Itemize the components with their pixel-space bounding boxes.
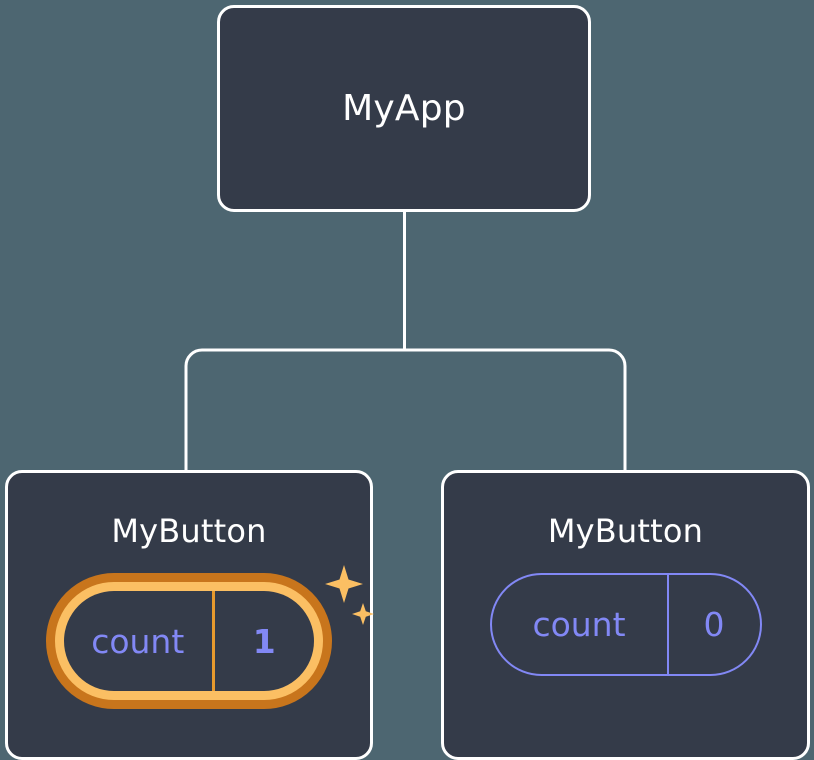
sparkle-small-icon — [352, 603, 374, 625]
state-value: 0 — [703, 605, 725, 644]
state-pill-wrapper: count 0 — [489, 573, 762, 676]
state-pill-wrapper: count 1 — [46, 565, 374, 709]
state-key: count — [492, 575, 669, 674]
node-title: MyButton — [547, 512, 704, 550]
state-pill-inner: count 1 — [64, 591, 314, 691]
component-tree-diagram: MyApp MyButton count 1 MyButton count 0 — [5, 5, 810, 760]
node-title: MyButton — [111, 512, 267, 550]
tree-node-root[interactable]: MyApp — [217, 5, 591, 212]
sparkle-large-icon — [325, 565, 363, 603]
connector-branch-right — [404, 348, 627, 470]
node-title: MyApp — [342, 87, 466, 129]
state-pill[interactable]: count 0 — [489, 573, 762, 676]
state-value: 1 — [252, 621, 276, 661]
state-key: count — [64, 591, 215, 691]
state-pill-highlighted[interactable]: count 1 — [46, 573, 332, 709]
tree-node-child-left[interactable]: MyButton count 1 — [5, 470, 374, 760]
connector-branch-left — [184, 348, 405, 470]
tree-node-child-right[interactable]: MyButton count 0 — [441, 470, 810, 760]
